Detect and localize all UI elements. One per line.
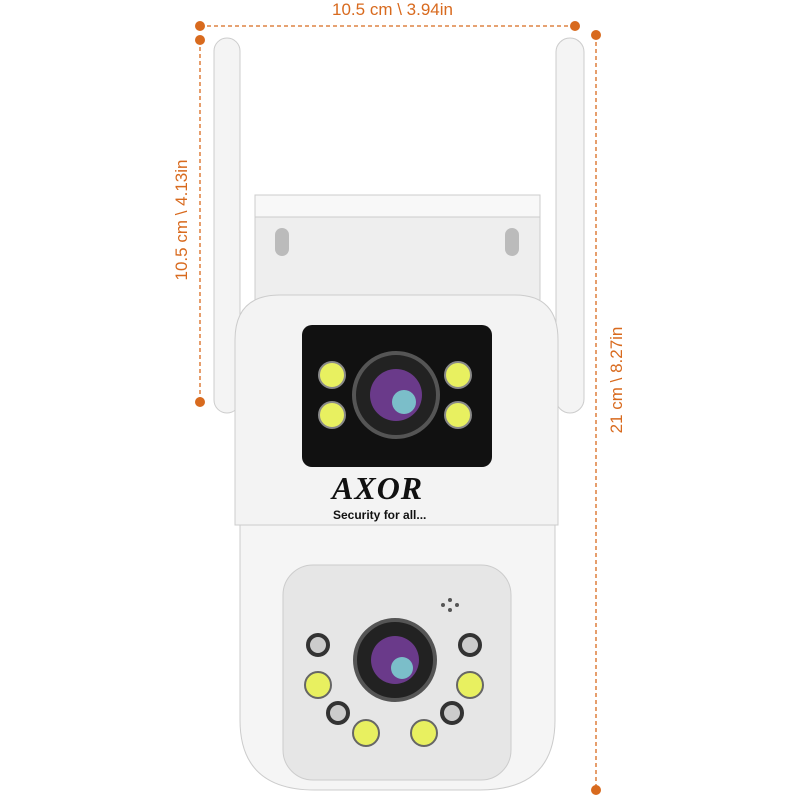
brand-tagline: Security for all... — [333, 508, 427, 522]
dimension-lines — [199, 25, 597, 790]
right-antenna — [555, 37, 585, 414]
mount-height-dimension-label: 10.5 cm \ 4.13in — [172, 159, 191, 281]
brand-logo: AXOR — [332, 470, 424, 506]
lower-leds — [304, 671, 484, 747]
total-height-dimension-label: 21 cm \ 8.27in — [607, 326, 626, 434]
dimension-dots — [195, 21, 601, 795]
lower-ir-leds — [306, 633, 482, 725]
width-dimension-label: 10.5 cm \ 3.94in — [332, 0, 453, 19]
microphone-icon — [441, 598, 459, 612]
left-antenna — [213, 37, 241, 414]
upper-leds — [318, 361, 472, 429]
